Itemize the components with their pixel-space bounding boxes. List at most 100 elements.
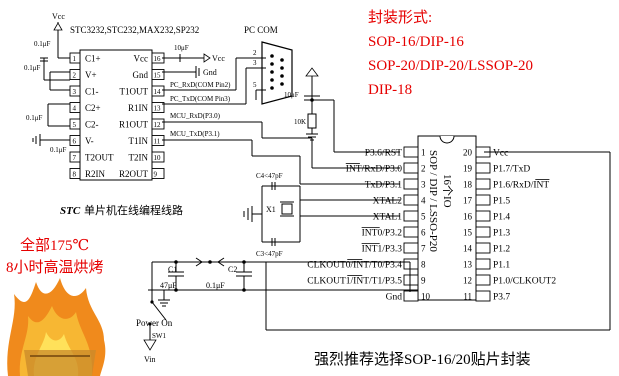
mcu-left-pin-label: Gnd (386, 293, 403, 303)
mcu-left-pin-label: INT1/P3.3 (362, 245, 403, 255)
mcu-left-pin-label: INT0/P3.2 (362, 229, 403, 239)
x1-label: X1 (266, 205, 276, 214)
c2-value: 0.1μF (206, 281, 225, 290)
mcu-left-pin-box (403, 226, 419, 238)
mcu-left-pin-label: TxD/P3.1 (365, 181, 402, 191)
mcu-right-pin-num: 13 (463, 260, 473, 270)
switch-label: Power On (136, 318, 173, 328)
net-pc-rxd: PC_RxD(COM Pin2) (170, 81, 231, 89)
rs232-left-pin-label: R2IN (85, 169, 106, 179)
mcu-left-pin-label: CLKOUT1/INT/T1/P3.5 (307, 277, 402, 287)
mcu-left-pin-num: 10 (421, 292, 431, 302)
rs232-left-pin-label: C2+ (85, 103, 101, 113)
mcu-right-pin-box (475, 258, 491, 270)
mcu-right-pin-box (475, 210, 491, 222)
rs232-right-pin-label: Vcc (134, 54, 149, 64)
mcu-right-pin-box (475, 290, 491, 302)
rs232-left-pin-label: C2- (85, 120, 99, 130)
mcu-left-pin-num: 8 (421, 260, 426, 270)
rs232-left-pin-num: 5 (73, 121, 77, 129)
rs232-left-pin-box (69, 168, 81, 179)
reset-resistor-label: 10K (294, 118, 306, 126)
switch-ref: SW1 (152, 332, 167, 340)
mcu-right-pin-label: P1.7/TxD (493, 165, 530, 175)
vin-label: Vin (144, 355, 156, 364)
cap-label-2: 0.1μF (24, 64, 41, 72)
rs232-right-pin-box (151, 118, 165, 130)
mcu-right-pin-label: P1.5 (493, 197, 510, 207)
c1-label: C1 (168, 265, 177, 274)
mcu-left-pin-num: 1 (421, 148, 426, 158)
rs232-left-pin-num: 7 (73, 154, 77, 162)
rs232-right-pin-num: 14 (154, 88, 162, 96)
rs232-left-pin-box (69, 85, 81, 97)
mcu-right-pin-num: 16 (463, 212, 473, 222)
rs232-right-pin-num: 10 (154, 154, 162, 162)
mcu-left-pin-box (403, 274, 419, 286)
mcu-right-pin-label: Vcc (493, 149, 508, 159)
mcu-left-pin-num: 7 (421, 244, 426, 254)
rs232-chip-title: STC3232,STC232,MAX232,SP232 (70, 25, 199, 35)
mcu-right-pin-label: P1.4 (493, 213, 510, 223)
mcu-left-pin-num: 6 (421, 228, 426, 238)
crystal-section: C4<47pF C3<47pF X1 (243, 172, 400, 258)
package-note: 封装形式: SOP-16/DIP-16 SOP-20/DIP-20/LSSOP-… (368, 9, 533, 98)
mcu-left-pin-box (403, 290, 419, 302)
rs232-right-pin-label: R1IN (128, 103, 149, 113)
mcu-right-pin-box (475, 162, 491, 174)
cap-label-3: 0.1μF (26, 114, 43, 122)
mcu-left-pin-num: 9 (421, 276, 426, 286)
rs232-right-pin-box (151, 168, 165, 179)
mcu-left-pin-box (403, 194, 419, 206)
mcu-left-pin-label: XTAL2 (373, 197, 403, 207)
mcu-right-pin-label: P1.6/RxD/INT (493, 181, 549, 191)
rs232-left-pin-label: T2OUT (85, 153, 114, 163)
pc-com-connector: PC COM 2 3 5 (244, 25, 293, 105)
rs232-right-pin-num: 15 (154, 72, 162, 80)
power-section: C1 47μF C2 0.1μF Power On SW1 Vin (136, 257, 418, 364)
rs232-left-pin-box (69, 102, 81, 113)
mcu-left-pin-box (403, 242, 419, 254)
bottom-note: 强烈推荐选择SOP-16/20贴片封装 (314, 351, 531, 368)
mcu-left-pin-label: XTAL1 (373, 213, 403, 223)
rs232-right-pin-box (151, 85, 165, 97)
c1-value: 47μF (160, 281, 177, 290)
package-line-2: SOP-20/DIP-20/LSSOP-20 (368, 58, 533, 74)
com-pin-2: 2 (253, 49, 257, 57)
package-line-1: SOP-16/DIP-16 (368, 34, 464, 50)
rs232-left-pin-num: 8 (73, 171, 77, 179)
cap-label-1: 0.1μF (34, 40, 51, 48)
mcu-right-pin-label: P1.3 (493, 229, 510, 239)
mcu-left-pin-num: 2 (421, 164, 426, 174)
net-mcu-rxd: MCU_RxD(P3.0) (170, 112, 221, 120)
mcu-right-pin-num: 15 (463, 228, 473, 238)
cap-10u-label: 10μF (174, 44, 189, 52)
mcu-right-pin-num: 12 (463, 276, 472, 286)
flame-image (7, 278, 106, 376)
rs232-right-pin-label: Gnd (133, 70, 149, 80)
mcu-right-pin-box (475, 226, 491, 238)
mcu-right-pin-box (475, 178, 491, 190)
rs232-right-pin-num: 12 (154, 121, 162, 129)
rs232-right-pin-label: T1OUT (120, 87, 149, 97)
mcu-left-pin-box (403, 258, 419, 270)
rs232-left-pin-box (69, 69, 81, 80)
rs232-right-pin-label: T1IN (129, 136, 149, 146)
mcu-left-pin-label: CLKOUT0/INT/T0/P3.4 (307, 261, 402, 271)
crystal-symbol (281, 203, 293, 215)
mcu-right-pin-box (475, 274, 491, 286)
mcu-left-pin-box (403, 162, 419, 174)
rs232-right-pin-box (151, 102, 165, 113)
mcu-left-pin-num: 4 (421, 196, 426, 206)
mcu-right-pin-box (475, 194, 491, 206)
rs232-right-pin-num: 16 (154, 55, 162, 63)
mcu-body-text-1: 16个IO (441, 174, 454, 208)
bake-badge: 全部175℃ 8小时高温烘烤 (6, 236, 106, 376)
rs232-left-pin-num: 6 (73, 138, 77, 146)
mcu-left-pin-box (403, 210, 419, 222)
mcu-right-pin-num: 18 (463, 180, 473, 190)
rs232-right-pin-num: 9 (154, 171, 158, 179)
rs232-right-pin-label: R2OUT (119, 169, 149, 179)
